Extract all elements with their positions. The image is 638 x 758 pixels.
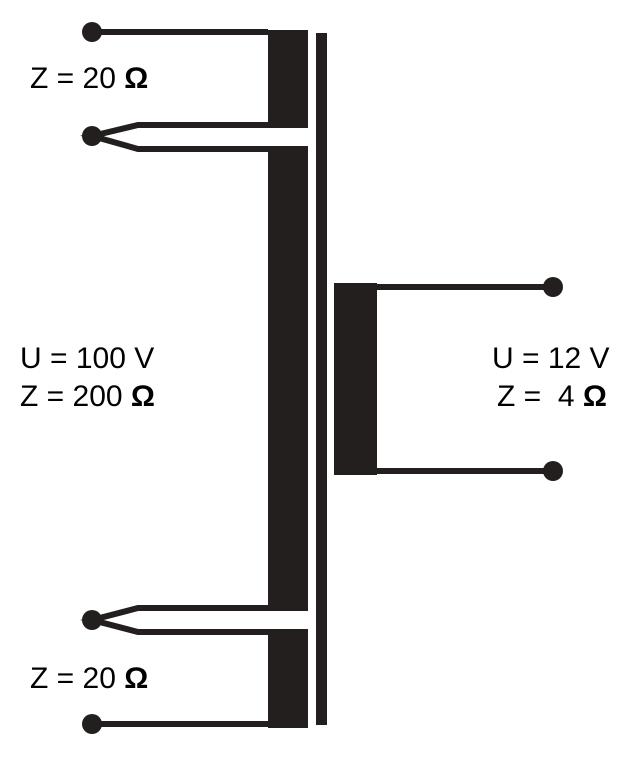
secondary-impedance-label: Z = 4 Ω [497,380,607,414]
primary-tap-gap-top [268,128,308,146]
secondary-voltage-label: U = 12 V [492,342,610,375]
terminal-dot [543,277,563,297]
terminal-dot [82,126,102,146]
label-text: Z = 4 [497,380,575,413]
primary-voltage-label: U = 100 V [20,342,155,375]
ohm-symbol: Ω [130,380,155,413]
primary-impedance-label: Z = 200 Ω [20,380,155,414]
label-text: Z = 20 [30,662,116,695]
terminal-dot [82,22,102,42]
ohm-symbol: Ω [124,662,149,695]
label-text: Z = 200 [20,380,123,413]
top-tap-impedance-label: Z = 20 Ω [30,62,148,96]
primary-tap-gap-bottom [268,611,308,629]
terminal-dot [82,610,102,630]
label-text: Z = 20 [30,62,116,95]
terminal-dot [82,714,102,734]
bottom-tap-impedance-label: Z = 20 Ω [30,662,148,696]
secondary-winding [334,283,377,475]
transformer-core [316,33,327,725]
ohm-symbol: Ω [124,62,149,95]
ohm-symbol: Ω [582,380,607,413]
terminal-dot [543,461,563,481]
